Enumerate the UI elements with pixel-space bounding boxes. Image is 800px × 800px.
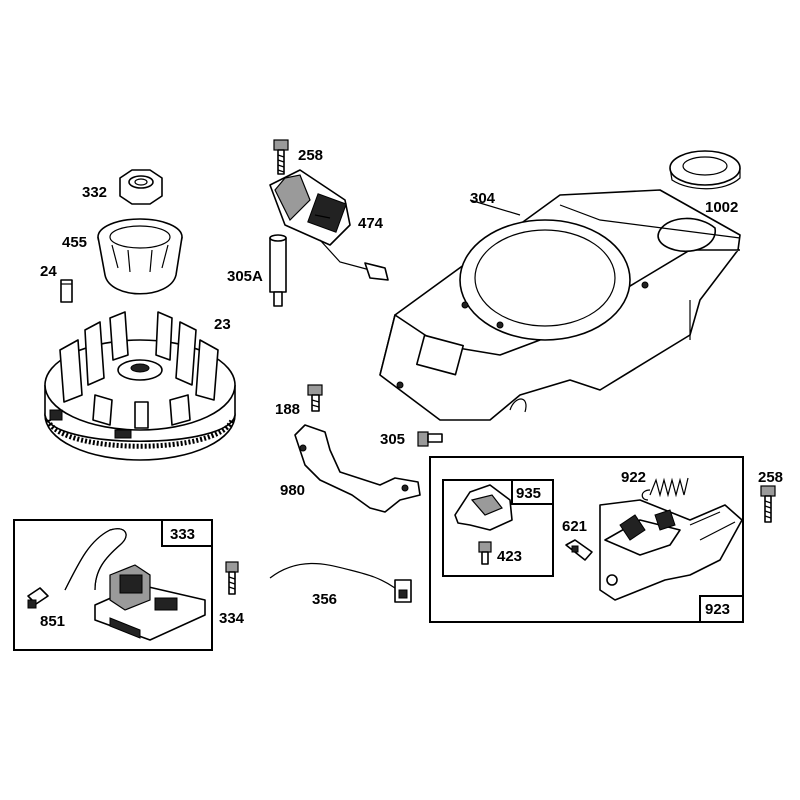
label-24: 24 <box>40 263 57 280</box>
blower-housing-304 <box>379 189 741 421</box>
ignition-module-333 <box>64 528 206 641</box>
bolt-258-right <box>760 485 776 523</box>
label-334: 334 <box>219 610 245 627</box>
label-455: 455 <box>62 234 87 251</box>
bolt-188 <box>307 384 323 412</box>
armature-474 <box>269 169 389 281</box>
starter-cup-455 <box>97 218 183 295</box>
label-423: 423 <box>497 548 522 565</box>
bolt-305 <box>417 431 443 447</box>
screw-423 <box>478 541 492 565</box>
label-304: 304 <box>470 190 496 207</box>
wire-356 <box>269 562 412 603</box>
label-935: 935 <box>516 485 541 502</box>
label-188: 188 <box>275 401 300 418</box>
box-935-tag <box>511 479 554 505</box>
spring-922 <box>641 477 689 501</box>
spacer-305a <box>269 234 287 307</box>
nut-332 <box>119 169 163 205</box>
label-980: 980 <box>280 482 305 499</box>
grommet-1002 <box>669 150 741 190</box>
box-923-tag <box>699 595 744 623</box>
box-935 <box>442 479 554 577</box>
label-333: 333 <box>170 526 195 543</box>
box-923 <box>429 456 744 623</box>
label-305a: 305A <box>227 268 263 285</box>
box-333-tag <box>161 519 213 547</box>
key-24 <box>60 279 73 303</box>
leader-474 <box>314 214 331 219</box>
label-332: 332 <box>82 184 107 201</box>
label-258-right: 258 <box>758 469 783 486</box>
label-474: 474 <box>358 215 384 232</box>
label-1002: 1002 <box>705 199 738 216</box>
link-621 <box>565 539 593 561</box>
label-305: 305 <box>380 431 405 448</box>
leader-304 <box>469 199 521 216</box>
label-23: 23 <box>214 316 231 333</box>
bolt-334 <box>225 561 239 595</box>
label-356: 356 <box>312 591 337 608</box>
label-923: 923 <box>705 601 730 618</box>
label-621: 621 <box>562 518 587 535</box>
flywheel-23 <box>44 311 236 461</box>
label-851: 851 <box>40 613 65 630</box>
box-333 <box>13 519 213 651</box>
bracket-980 <box>294 424 421 513</box>
label-258-top: 258 <box>298 147 323 164</box>
governor-control-923 <box>599 499 743 601</box>
label-922: 922 <box>621 469 646 486</box>
bolt-258-top <box>273 139 289 175</box>
bracket-935 <box>454 484 513 531</box>
connector-851 <box>27 587 49 609</box>
